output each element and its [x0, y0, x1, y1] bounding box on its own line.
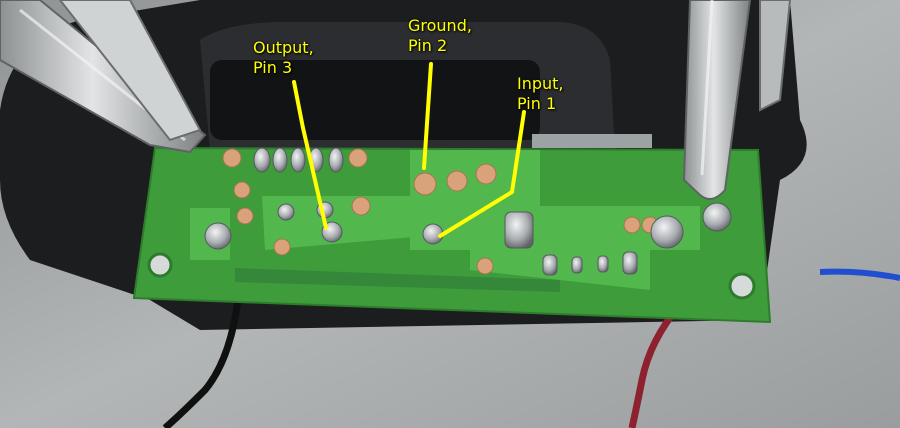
output-pin-label: Output, Pin 3 — [253, 38, 314, 77]
input-pointer-line — [438, 110, 526, 238]
usb-connector — [532, 134, 652, 148]
mount-hole-left — [147, 252, 173, 278]
alligator-clip-right — [682, 0, 792, 200]
alligator-clip-left — [0, 0, 207, 154]
ground-pin-label: Ground, Pin 2 — [408, 16, 472, 55]
blue-wire — [819, 268, 900, 281]
solder-joints — [204, 147, 732, 276]
copper-pads — [222, 148, 659, 275]
pointer-lines — [292, 62, 526, 238]
red-wire — [628, 302, 683, 428]
input-pin-label: Input, Pin 1 — [517, 74, 564, 113]
ground-pointer-line — [422, 62, 433, 170]
output-pointer-line — [292, 80, 328, 230]
holder-slot — [210, 60, 540, 140]
mount-hole-right — [728, 272, 756, 300]
black-wire — [162, 299, 242, 428]
